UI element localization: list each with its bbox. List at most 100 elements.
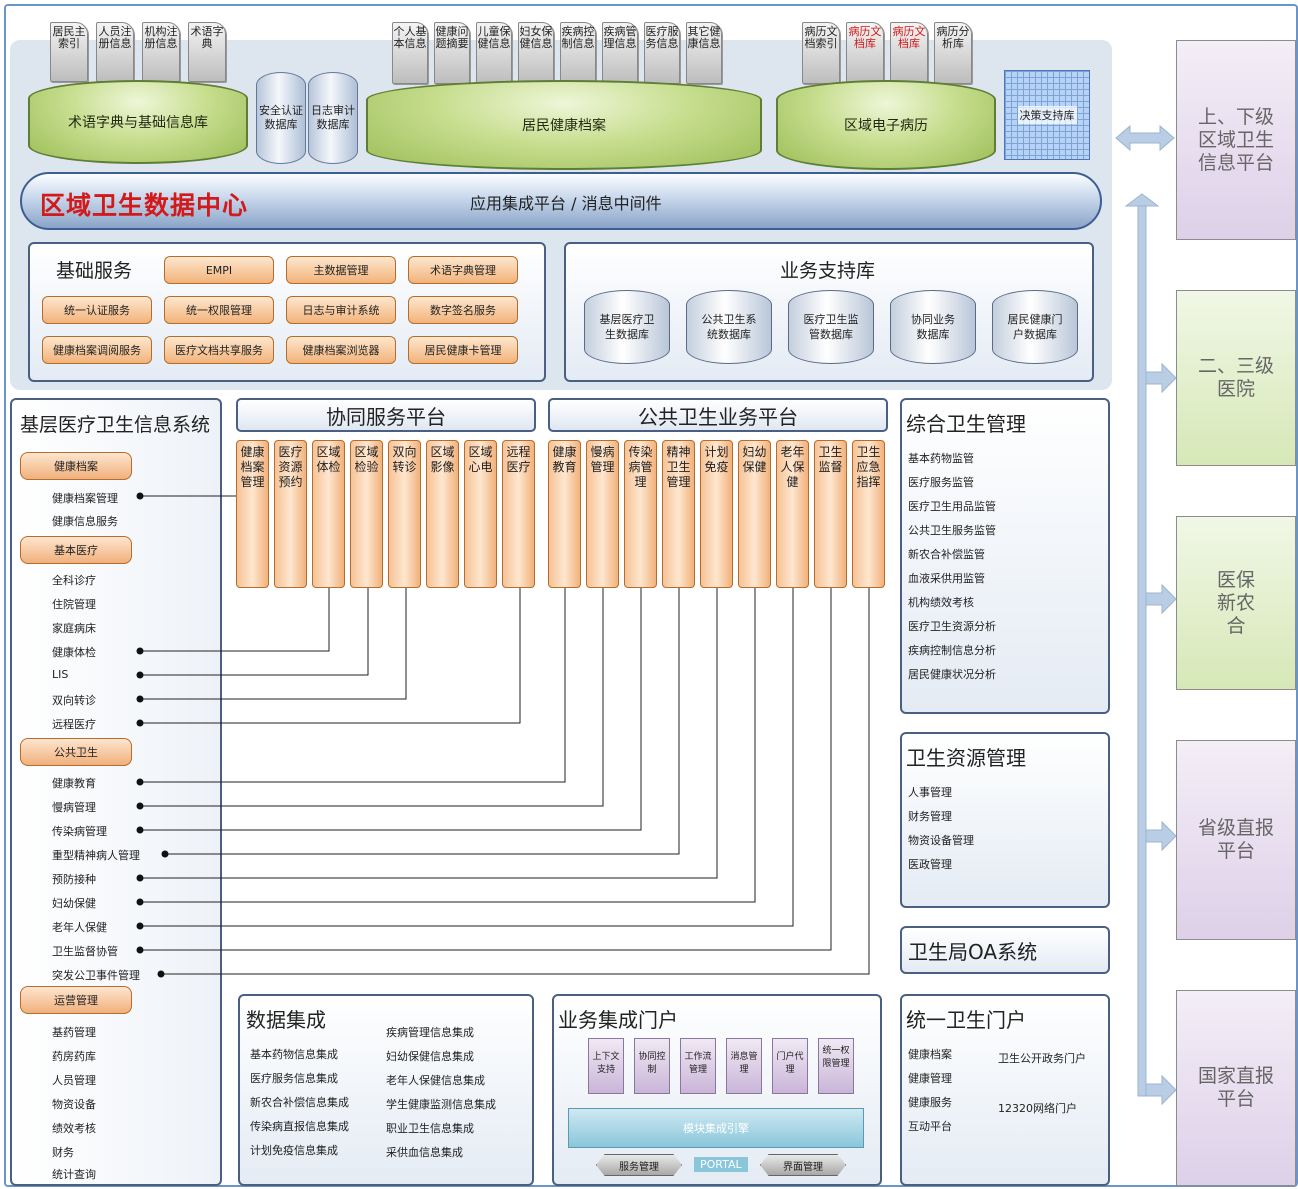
doc-other-health: 其它健康信息 (686, 22, 722, 84)
db-resident-portal-label: 居民健康门户数据库 (1007, 313, 1063, 341)
db-public-health-label: 公共卫生系统数据库 (701, 313, 757, 341)
line-health-education (143, 558, 566, 783)
col-chronic-mgmt: 慢病管理 (586, 440, 619, 588)
line-elderly (143, 558, 794, 927)
line-vaccination (143, 558, 718, 879)
cat-health-record: 健康档案 (20, 452, 132, 480)
item-health-info-service: 健康信息服务 (52, 515, 118, 528)
data-integration-panel (238, 994, 534, 1186)
comprehensive-panel (900, 398, 1110, 714)
line-lis (143, 558, 369, 676)
portal-left-3: 健康服务 (908, 1096, 952, 1109)
dot-health-record (136, 492, 144, 500)
di-c2-3: 老年人保健信息集成 (386, 1074, 485, 1087)
col-health-supervision: 卫生监督 (814, 440, 847, 588)
col-resource-booking: 医疗资源预约 (274, 440, 307, 588)
col-emergency-command: 卫生应急指挥 (852, 440, 885, 588)
doc-staff-registry: 人员注册信息 (96, 22, 134, 82)
item-performance: 绩效考核 (52, 1122, 96, 1135)
line-referral (143, 558, 407, 700)
col-telemedicine: 远程医疗 (502, 440, 535, 588)
di-c2-5: 职业卫生信息集成 (386, 1122, 474, 1135)
decision-support-cube: 决策支持库 (1004, 70, 1090, 160)
col-two-way-referral: 双向转诊 (388, 440, 421, 588)
di-c2-2: 妇幼保健信息集成 (386, 1050, 474, 1063)
unified-portal-panel (900, 994, 1110, 1186)
oa-title: 卫生局OA系统 (908, 939, 1038, 964)
col-regional-lab: 区域检验 (350, 440, 383, 588)
audit-log-db-label: 日志审计数据库 (311, 104, 355, 131)
basic-services-title: 基础服务 (56, 260, 133, 282)
svc-log-audit: 日志与审计系统 (286, 296, 396, 324)
dot-mental (161, 850, 169, 858)
di-c1-5: 计划免疫信息集成 (250, 1144, 338, 1157)
public-platform-header: 公共卫生业务平台 (548, 398, 888, 432)
decision-support-label: 决策支持库 (1017, 106, 1077, 124)
cat-basic-care: 基本医疗 (20, 536, 132, 564)
di-c1-4: 传染病直报信息集成 (250, 1120, 349, 1133)
db-public-health: 公共卫生系统数据库 (686, 290, 772, 364)
item-finance: 财务 (52, 1146, 74, 1159)
portal-right-1: 卫生公开政务门户 (998, 1052, 1086, 1065)
col-regional-imaging: 区域影像 (426, 440, 459, 588)
line-chronic (143, 558, 604, 807)
di-c1-3: 新农合补偿信息集成 (250, 1096, 349, 1109)
module-portal-proxy: 门户代理 (772, 1038, 808, 1094)
cat-public-health: 公共卫生 (20, 738, 132, 766)
item-emergency-event: 突发公卫事件管理 (52, 969, 140, 982)
cat-operations: 运营管理 (20, 986, 132, 1014)
doc-disease-mgmt: 疾病管理信息 (602, 22, 638, 84)
module-message: 消息管理 (726, 1038, 762, 1094)
col-infectious-mgmt: 传染病管理 (624, 440, 657, 588)
dot-chronic (136, 802, 144, 810)
portal-left-1: 健康档案 (908, 1048, 952, 1061)
col-health-record-mgmt: 健康档案管理 (236, 440, 269, 588)
health-record-label: 居民健康档案 (522, 118, 606, 134)
comp-item-8: 医疗卫生资源分析 (908, 620, 996, 633)
dot-emergency (157, 970, 165, 978)
biz-portal-title: 业务集成门户 (558, 1008, 678, 1032)
doc-personal-info: 个人基本信息 (392, 22, 428, 84)
item-chronic-disease: 慢病管理 (52, 801, 96, 814)
arrow-hospital (1145, 362, 1177, 394)
di-c2-1: 疾病管理信息集成 (386, 1026, 474, 1039)
collab-platform-header: 协同服务平台 (236, 398, 536, 432)
doc-term-dict: 术语字典 (188, 22, 226, 82)
res-item-4: 医政管理 (908, 858, 952, 871)
module-workflow: 工作流管理 (680, 1038, 716, 1094)
di-c1-1: 基本药物信息集成 (250, 1048, 338, 1061)
line-physical-exam (143, 558, 330, 652)
collab-platform-title: 协同服务平台 (326, 404, 446, 429)
item-physical-exam: 健康体检 (52, 646, 96, 659)
box-insurance-label: 医保新农合 (1216, 568, 1255, 637)
item-lis: LIS (52, 668, 69, 681)
box-provincial-label: 省级直报平台 (1197, 817, 1274, 862)
resource-title: 卫生资源管理 (906, 746, 1026, 770)
arrow-upper-platform (1115, 124, 1175, 152)
dot-infectious (136, 826, 144, 834)
col-regional-ecg: 区域心电 (464, 440, 497, 588)
support-db-title: 业务支持库 (780, 260, 876, 282)
module-engine: 模块集成引擎 (568, 1108, 864, 1148)
module-context: 上下文支持 (588, 1038, 624, 1094)
dot-physical-exam (136, 647, 144, 655)
svc-master-data: 主数据管理 (286, 256, 396, 284)
item-equipment: 物资设备 (52, 1098, 96, 1111)
svc-unified-auth: 统一认证服务 (42, 296, 152, 324)
col-regional-exam: 区域体检 (312, 440, 345, 588)
col-maternal-child: 妇幼保健 (738, 440, 771, 588)
portal-right-2: 12320网络门户 (998, 1102, 1077, 1115)
doc-emr-library-2: 病历文档库 (890, 22, 928, 84)
res-item-3: 物资设备管理 (908, 834, 974, 847)
doc-resident-index: 居民主索引 (50, 22, 88, 82)
box-hospital: 二、三级医院 (1176, 290, 1296, 466)
item-health-education: 健康教育 (52, 777, 96, 790)
box-upper-lower-platform: 上、下级区域卫生信息平台 (1176, 40, 1296, 240)
arrow-province (1145, 820, 1177, 852)
comprehensive-title: 综合卫生管理 (906, 412, 1026, 436)
right-trunk (1137, 205, 1147, 1097)
db-resident-portal: 居民健康门户数据库 (992, 290, 1078, 364)
box-hospital-label: 二、三级医院 (1197, 355, 1274, 400)
res-item-1: 人事管理 (908, 786, 952, 799)
line-emergency (164, 558, 870, 975)
